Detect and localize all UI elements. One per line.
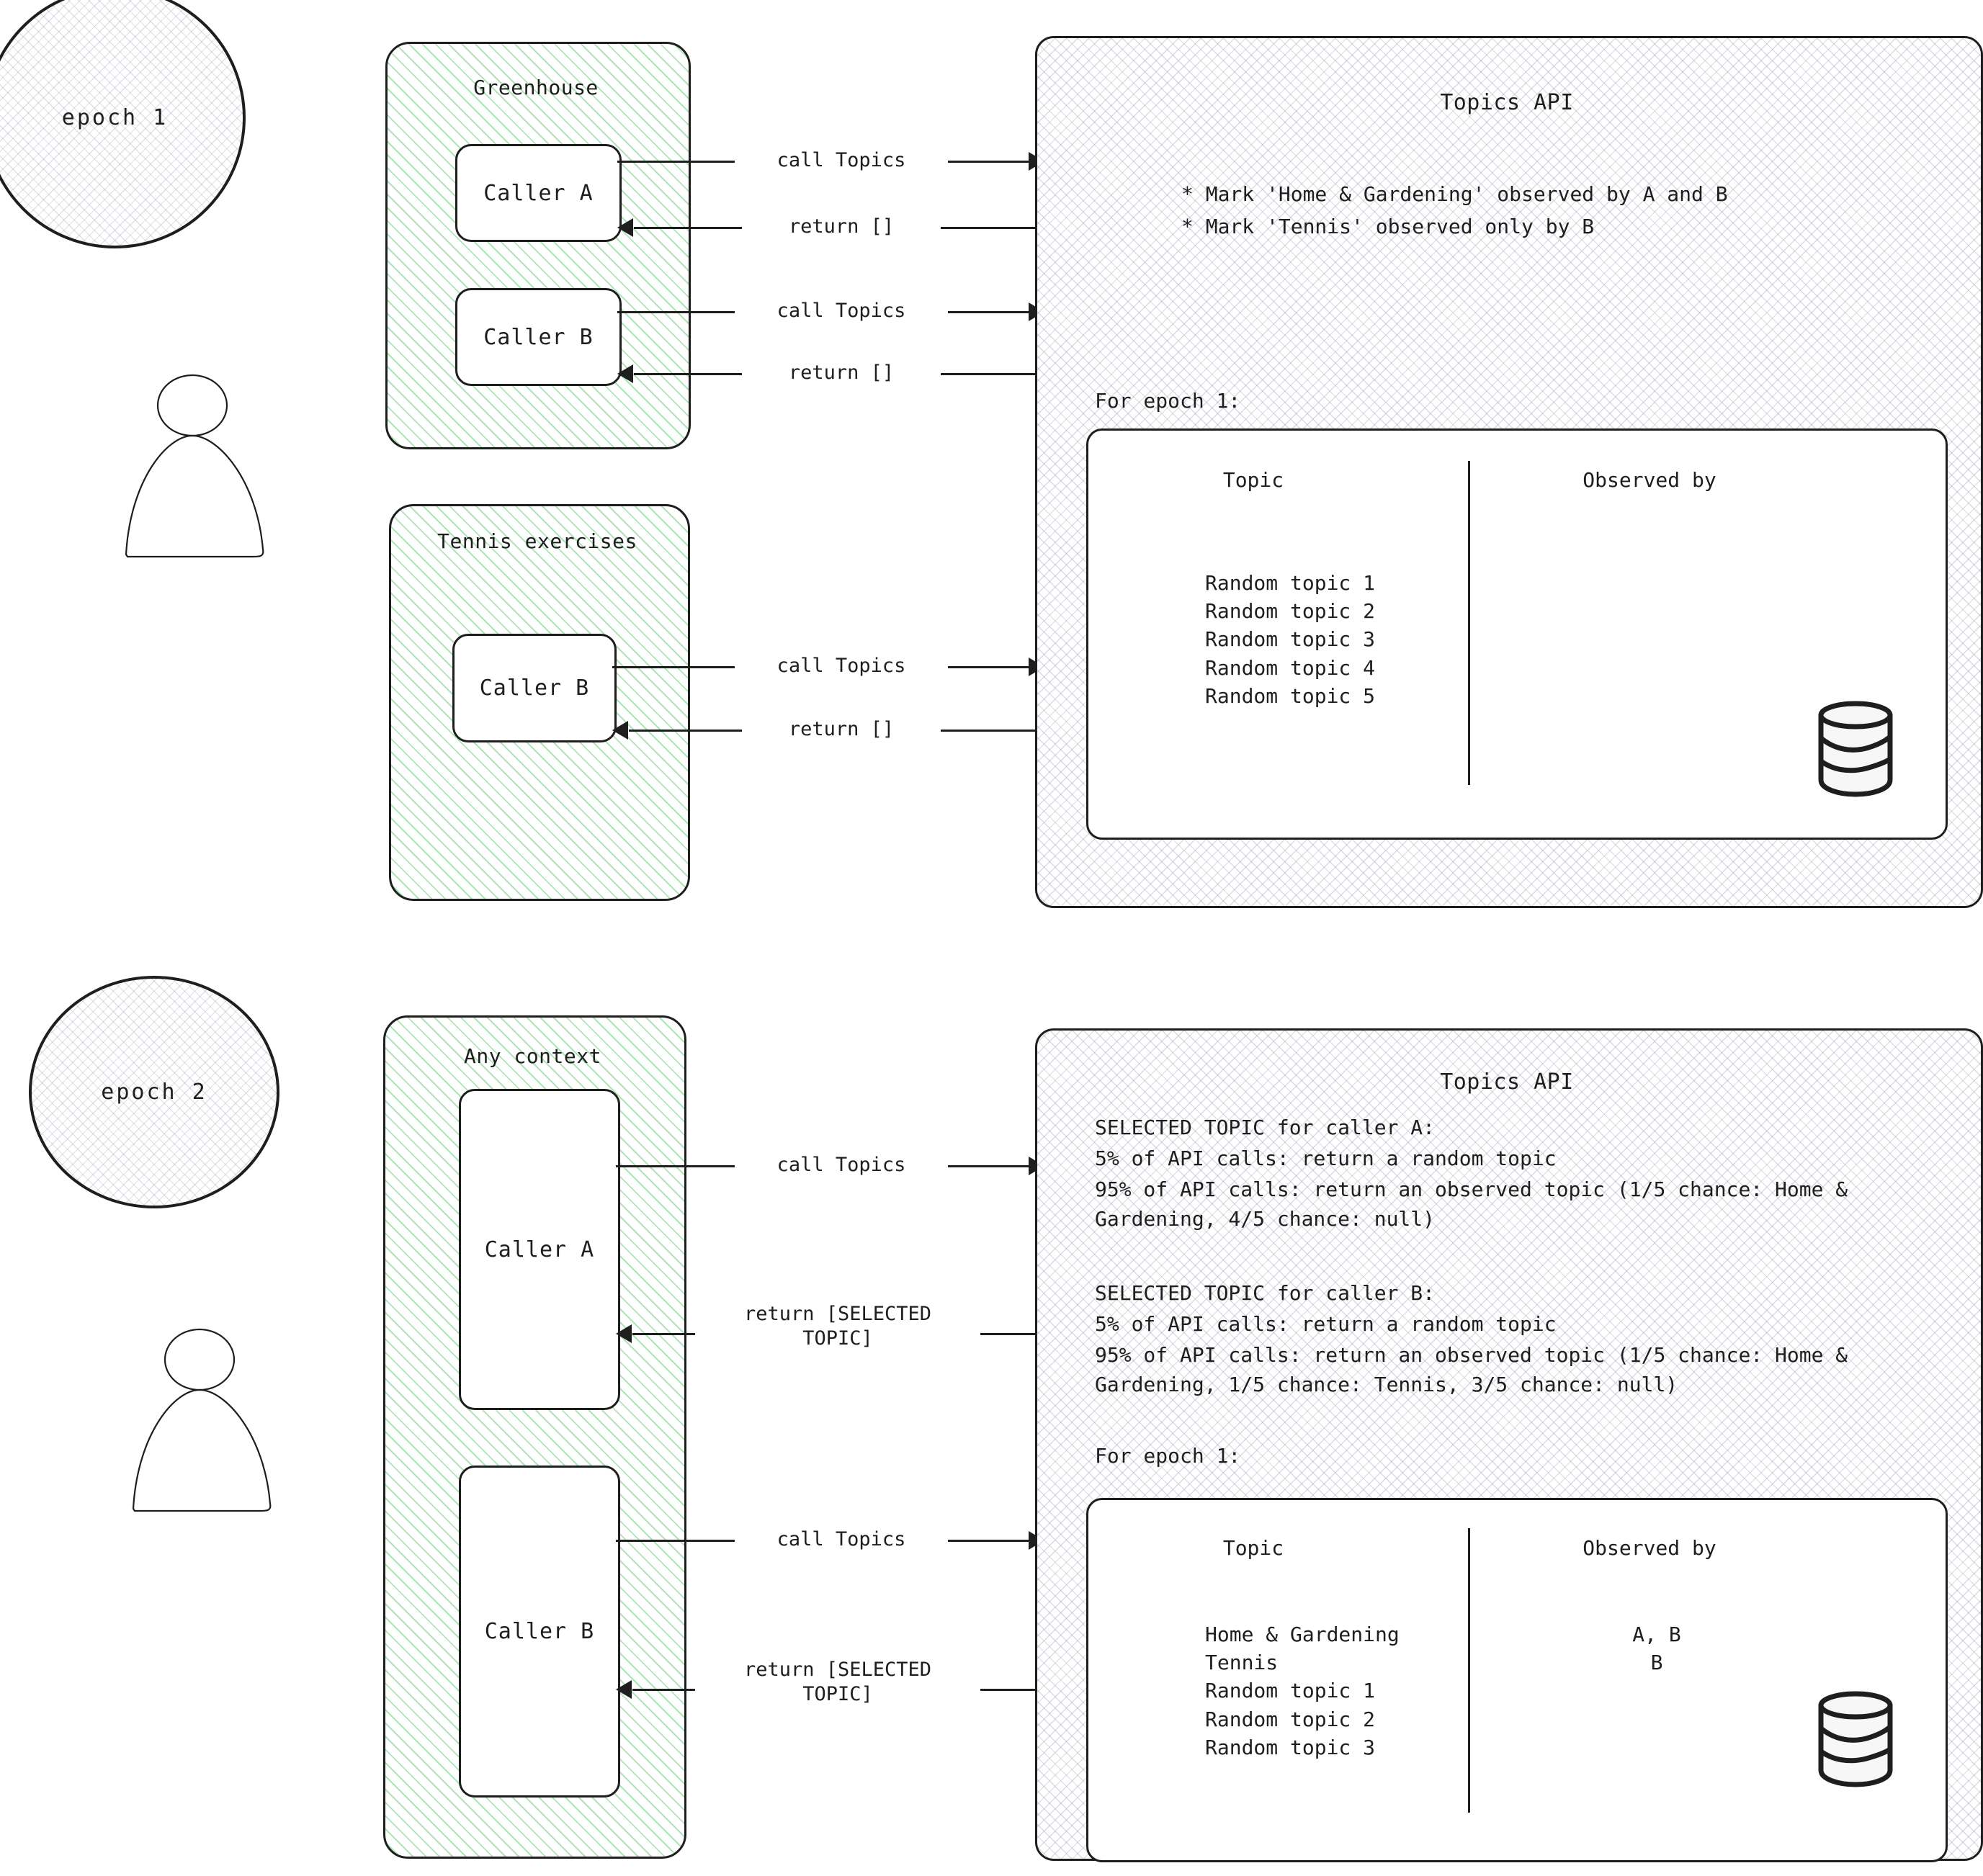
table-row: Random topic 2: [1205, 1707, 1376, 1731]
arrow-label-greenhouse-a-call: call Topics: [735, 148, 948, 173]
caller-label: Caller A: [484, 1237, 595, 1262]
topics-api-bullet: * Mark 'Home & Gardening' observed by A …: [1181, 182, 1728, 206]
table-rows-epoch-2: Home & Gardening Tennis Random topic 1 R…: [1205, 1620, 1400, 1761]
table-observed-epoch-2: A, B B: [1534, 1620, 1779, 1677]
topics-api-paragraph: SELECTED TOPIC for caller B:: [1095, 1281, 1436, 1305]
table-rows-epoch-1: Random topic 1 Random topic 2 Random top…: [1205, 569, 1375, 710]
topics-api-paragraph: SELECTED TOPIC for caller A:: [1095, 1116, 1436, 1139]
arrowhead-left: [617, 364, 633, 383]
arrow-label-any-b-call: call Topics: [735, 1527, 948, 1552]
topics-api-paragraph: 95% of API calls: return an observed top…: [1095, 1343, 1848, 1397]
caller-box-tennis-b[interactable]: Caller B: [452, 634, 617, 742]
table-cell-observed-by: A, B: [1632, 1623, 1681, 1646]
caller-label: Caller B: [484, 1619, 595, 1644]
arrowhead-left: [616, 1324, 632, 1343]
table-row: Random topic 1: [1205, 571, 1376, 595]
arrow-label-any-b-return: return [SELECTED TOPIC]: [695, 1658, 980, 1707]
context-tennis-exercises-title: Tennis exercises: [437, 529, 637, 553]
table-column-header-topic: Topic: [1222, 468, 1284, 492]
table-column-header-observed-by: Observed by: [1583, 468, 1716, 492]
arrowhead-left: [612, 721, 628, 740]
caller-label: Caller B: [483, 324, 594, 350]
topics-table-card-epoch-1: [1086, 428, 1948, 840]
topics-api-paragraph: 5% of API calls: return a random topic: [1095, 1312, 1557, 1336]
table-row: Home & Gardening: [1205, 1623, 1400, 1646]
arrowhead-left: [616, 1680, 632, 1699]
caller-box-any-b[interactable]: Caller B: [459, 1466, 620, 1798]
table-caption-epoch-2: For epoch 1:: [1095, 1444, 1241, 1468]
person-icon: [112, 364, 292, 573]
caller-box-greenhouse-a[interactable]: Caller A: [455, 144, 622, 242]
table-column-header-observed-by: Observed by: [1583, 1536, 1716, 1560]
epoch-1-label: epoch 1: [61, 105, 169, 130]
topics-api-title: Topics API: [1440, 1069, 1574, 1095]
table-row: Random topic 1: [1205, 1679, 1376, 1703]
context-greenhouse-title: Greenhouse: [473, 76, 599, 99]
arrow-label-greenhouse-a-return: return []: [742, 215, 941, 239]
topics-api-paragraph: 5% of API calls: return a random topic: [1095, 1146, 1557, 1170]
caller-label: Caller B: [479, 676, 590, 701]
table-caption-epoch-1: For epoch 1:: [1095, 389, 1241, 413]
table-cell-observed-by: B: [1650, 1651, 1663, 1675]
epoch-2-circle: epoch 2: [29, 976, 279, 1208]
arrow-label-any-a-return: return [SELECTED TOPIC]: [695, 1302, 980, 1351]
table-row: Random topic 3: [1205, 1735, 1376, 1759]
epoch-2-label: epoch 2: [101, 1080, 207, 1105]
topics-api-title: Topics API: [1440, 90, 1574, 115]
arrow-label-any-a-call: call Topics: [735, 1153, 948, 1177]
caller-box-greenhouse-b[interactable]: Caller B: [455, 288, 622, 386]
table-column-divider: [1468, 461, 1470, 785]
arrow-label-tennis-b-call: call Topics: [735, 654, 948, 678]
table-column-header-topic: Topic: [1222, 1536, 1284, 1560]
table-row: Random topic 4: [1205, 655, 1376, 680]
context-greenhouse: [385, 42, 691, 449]
table-row: Random topic 5: [1205, 683, 1376, 708]
caller-label: Caller A: [483, 180, 594, 206]
table-column-divider: [1468, 1528, 1470, 1813]
topics-api-bullet: * Mark 'Tennis' observed only by B: [1181, 215, 1595, 238]
arrowhead-left: [617, 218, 633, 237]
table-row: Tennis: [1205, 1651, 1279, 1675]
database-cylinder-icon: [1804, 1685, 1912, 1790]
arrow-label-greenhouse-b-return: return []: [742, 361, 941, 385]
person-icon: [119, 1318, 299, 1527]
database-cylinder-icon: [1804, 695, 1912, 799]
table-row: Random topic 3: [1205, 627, 1376, 652]
caller-box-any-a[interactable]: Caller A: [459, 1089, 620, 1410]
topics-api-paragraph: 95% of API calls: return an observed top…: [1095, 1177, 1848, 1231]
arrow-label-tennis-b-return: return []: [742, 717, 941, 742]
arrow-label-greenhouse-b-call: call Topics: [735, 299, 948, 323]
epoch-1-circle: epoch 1: [0, 0, 246, 248]
topics-table-card-epoch-2: [1086, 1498, 1948, 1862]
context-any-context-title: Any context: [464, 1044, 601, 1068]
table-row: Random topic 2: [1205, 599, 1376, 624]
